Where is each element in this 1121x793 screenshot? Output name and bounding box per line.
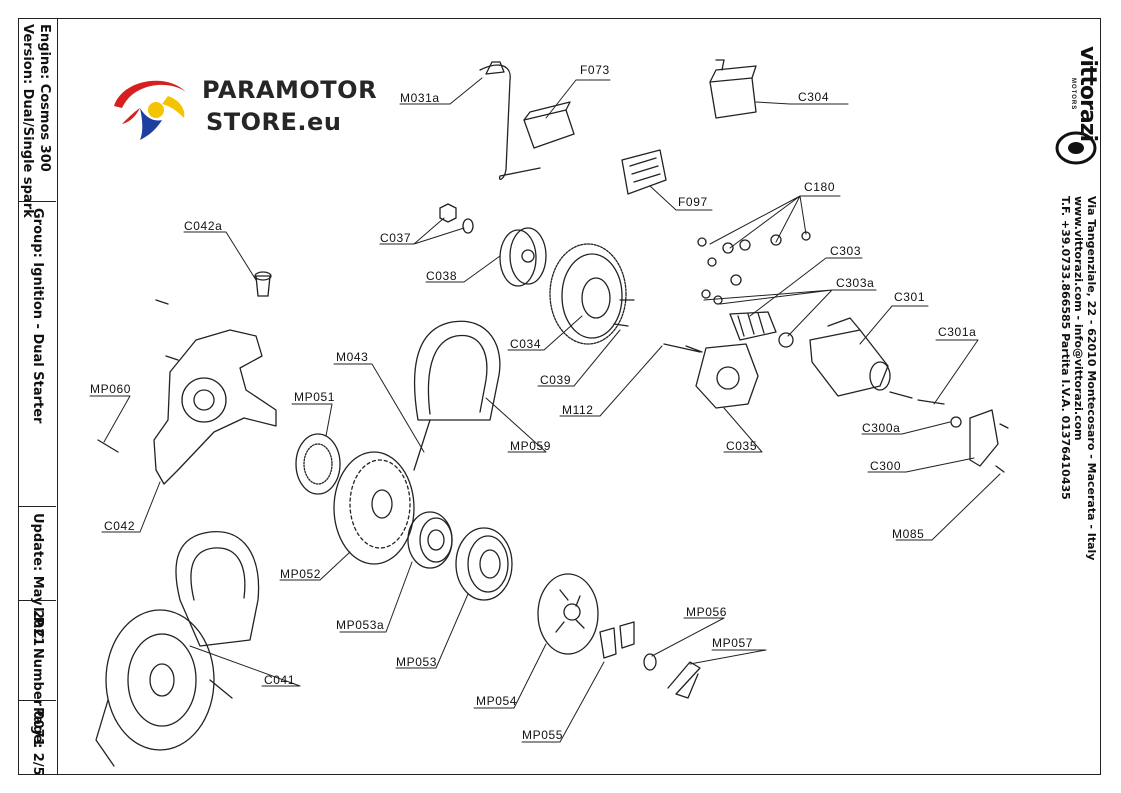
vittorazi-logo-icon bbox=[1055, 131, 1097, 165]
paramotor-store-logo: PARAMOTOR STORE.eu bbox=[110, 70, 377, 150]
small-pulley-part bbox=[295, 433, 341, 495]
part-label-mp055: MP055 bbox=[522, 728, 564, 742]
part-label-mp054: MP054 bbox=[476, 694, 518, 708]
store-logo-line2: STORE.eu bbox=[206, 108, 342, 136]
spring-cassette-part bbox=[455, 527, 513, 601]
washer-part bbox=[643, 653, 657, 671]
part-label-mp060: MP060 bbox=[90, 382, 132, 396]
part-label-c303: C303 bbox=[830, 244, 862, 258]
part-label-m043: M043 bbox=[336, 350, 369, 364]
part-label-mp057: MP057 bbox=[712, 636, 754, 650]
title-block: Engine: Cosmos 300 Version: Dual/Single … bbox=[18, 18, 58, 776]
part-label-c042: C042 bbox=[104, 519, 136, 533]
regulator-part bbox=[621, 149, 667, 195]
starter-bendix-part bbox=[729, 311, 794, 348]
title-cell-engine: Engine: Cosmos 300 Version: Dual/Single … bbox=[18, 18, 56, 218]
paramotor-store-emblem-icon bbox=[114, 80, 186, 140]
magneto-rotor-part bbox=[499, 227, 547, 287]
part-label-f073: F073 bbox=[580, 63, 610, 77]
leader-lines bbox=[89, 77, 1001, 743]
part-label-c039: C039 bbox=[540, 373, 572, 387]
bearing-part bbox=[407, 511, 453, 569]
part-label-mp056: MP056 bbox=[686, 605, 728, 619]
starter-clutch-part bbox=[663, 343, 759, 409]
part-label-mp053: MP053 bbox=[396, 655, 438, 669]
part-label-c301a: C301a bbox=[938, 325, 977, 339]
drawing-border bbox=[18, 18, 1101, 775]
harness-wire-part bbox=[479, 61, 575, 181]
part-label-f097: F097 bbox=[678, 195, 708, 209]
title-cell-ipc: I.P.C. Number 0071 bbox=[18, 601, 56, 747]
spring-clip-part bbox=[667, 661, 701, 699]
pawls-part bbox=[599, 621, 635, 659]
part-label-c037: C037 bbox=[380, 231, 412, 245]
part-label-m112: M112 bbox=[562, 403, 594, 417]
part-label-mp053a: MP053a bbox=[336, 618, 385, 632]
ratchet-plate-part bbox=[537, 573, 599, 655]
part-label-c035: C035 bbox=[726, 439, 758, 453]
starter-cover-plate-part bbox=[950, 409, 1009, 473]
starter-motor-part bbox=[809, 317, 945, 405]
store-logo-line1: PARAMOTOR bbox=[202, 76, 378, 104]
part-label-c038: C038 bbox=[426, 269, 458, 283]
title-cell-update: Update: May 2021 bbox=[18, 507, 56, 646]
part-label-c303a: C303a bbox=[836, 276, 875, 290]
title-cell-group: Group: Ignition - Dual Starter bbox=[18, 202, 56, 507]
cap-part bbox=[254, 271, 272, 297]
part-label-mp051: MP051 bbox=[294, 390, 336, 404]
housing-bracket-part bbox=[97, 299, 277, 485]
flywheel-ring-gear-part bbox=[549, 243, 635, 345]
part-label-mp052: MP052 bbox=[280, 567, 322, 581]
part-label-c042a: C042a bbox=[184, 219, 223, 233]
recoil-pulley-part bbox=[333, 451, 415, 565]
part-label-mp059: MP059 bbox=[510, 439, 552, 453]
part-label-c300: C300 bbox=[870, 459, 902, 473]
manufacturer-block: vittorazi MOTORS Via Tangenziale, 22 - 6… bbox=[1040, 30, 1110, 770]
assembled-starter-part bbox=[95, 531, 260, 767]
part-label-c034: C034 bbox=[510, 337, 542, 351]
part-label-c304: C304 bbox=[798, 90, 830, 104]
part-label-m031a: M031a bbox=[400, 91, 440, 105]
relay-part bbox=[709, 59, 757, 119]
part-label-c301: C301 bbox=[894, 290, 926, 304]
part-label-c300a: C300a bbox=[862, 421, 901, 435]
part-label-c180: C180 bbox=[804, 180, 836, 194]
part-label-m085: M085 bbox=[892, 527, 925, 541]
part-label-c041: C041 bbox=[264, 673, 296, 687]
nut-washer-part bbox=[439, 203, 474, 234]
recoil-handle-part bbox=[413, 320, 501, 471]
